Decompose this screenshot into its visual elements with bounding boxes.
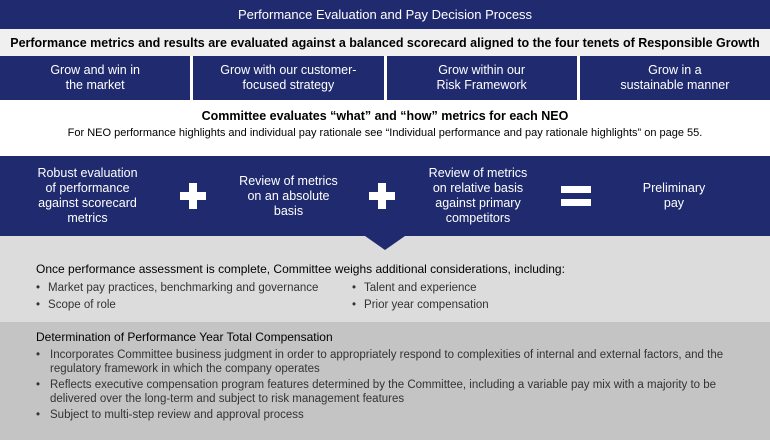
down-arrow-notch: [365, 236, 405, 250]
equals-icon-shape: [561, 186, 591, 206]
tenet-sustainable: Grow in a sustainable manner: [579, 56, 770, 100]
list-item: Reflects executive compensation program …: [36, 378, 736, 406]
total-compensation-determination: Determination of Performance Year Total …: [0, 322, 770, 440]
list-item: Scope of role: [36, 297, 318, 314]
list-item: Subject to multi-step review and approva…: [36, 408, 736, 422]
tenet-risk-framework: Grow within our Risk Framework: [386, 56, 577, 100]
list-item: Market pay practices, benchmarking and g…: [36, 280, 318, 297]
determination-list: Incorporates Committee business judgment…: [36, 348, 736, 424]
plus-icon: [175, 156, 211, 236]
tenet-grow-and-win: Grow and win in the market: [0, 56, 191, 100]
pay-equation: Robust evaluation of performance against…: [0, 156, 770, 236]
list-item: Incorporates Committee business judgment…: [36, 348, 736, 376]
result-preliminary-pay: Preliminary pay: [642, 181, 706, 210]
determination-title: Determination of Performance Year Total …: [36, 330, 333, 344]
tenets-row: Grow and win in the market Grow with our…: [0, 56, 770, 100]
term-relative-review: Review of metrics on relative basis agai…: [428, 166, 528, 225]
committee-title: Committee evaluates “what” and “how” met…: [201, 109, 569, 123]
list-item: Prior year compensation: [352, 297, 489, 314]
plus-icon-shape: [180, 183, 206, 209]
equals-icon: [558, 156, 594, 236]
scorecard-statement: Performance metrics and results are eval…: [0, 29, 770, 56]
committee-note: For NEO performance highlights and indiv…: [67, 127, 703, 139]
considerations-list-right: Talent and experience Prior year compens…: [352, 280, 489, 314]
additional-considerations: Once performance assessment is complete,…: [0, 236, 770, 322]
committee-section: Committee evaluates “what” and “how” met…: [0, 100, 770, 156]
considerations-title: Once performance assessment is complete,…: [36, 262, 565, 276]
tenet-customer-focused: Grow with our customer- focused strategy: [193, 56, 384, 100]
plus-icon-shape: [369, 183, 395, 209]
plus-icon: [366, 156, 398, 236]
term-absolute-review: Review of metrics on an absolute basis: [239, 173, 338, 218]
term-scorecard-evaluation: Robust evaluation of performance against…: [37, 166, 138, 225]
list-item: Talent and experience: [352, 280, 489, 297]
diagram-title: Performance Evaluation and Pay Decision …: [0, 0, 770, 29]
considerations-list-left: Market pay practices, benchmarking and g…: [36, 280, 318, 314]
